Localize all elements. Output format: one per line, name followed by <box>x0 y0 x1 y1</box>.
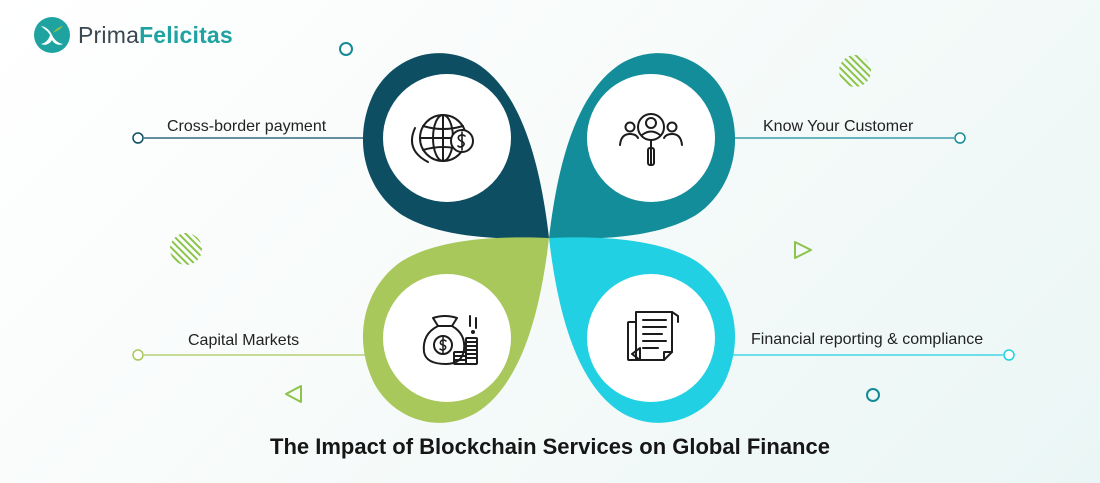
item-label-kyc: Know Your Customer <box>763 118 914 135</box>
globe-dollar-icon <box>411 114 474 163</box>
decor-circle <box>866 388 880 402</box>
brand-logo-mark-icon <box>34 17 70 53</box>
item-label-capital-markets: Capital Markets <box>188 332 300 349</box>
item-label-reporting: Financial reporting & compliance <box>751 331 984 348</box>
connector-reporting <box>732 349 1015 361</box>
connector-capital-markets <box>132 349 368 361</box>
money-bag-coins-icon <box>422 315 478 365</box>
decor-hatched-circle <box>170 233 202 265</box>
item-label-cross-border: Cross-border payment <box>167 118 327 135</box>
brand-name-part2: Felicitas <box>139 21 233 48</box>
connector-cross-border <box>132 132 368 144</box>
icon-circle-kyc <box>587 74 715 202</box>
connector-kyc <box>732 132 966 144</box>
decor-hatched-circle <box>839 55 871 87</box>
decor-circle <box>339 42 353 56</box>
decor-triangle <box>285 385 302 403</box>
people-search-icon <box>619 113 683 166</box>
decor-triangle <box>794 241 812 259</box>
documents-icon <box>627 311 679 361</box>
brand-logo[interactable]: PrimaFelicitas <box>32 15 233 55</box>
brand-name-part1: Prima <box>78 21 140 48</box>
diagram-title: The Impact of Blockchain Services on Glo… <box>270 434 830 459</box>
brand-name: PrimaFelicitas <box>78 22 233 49</box>
